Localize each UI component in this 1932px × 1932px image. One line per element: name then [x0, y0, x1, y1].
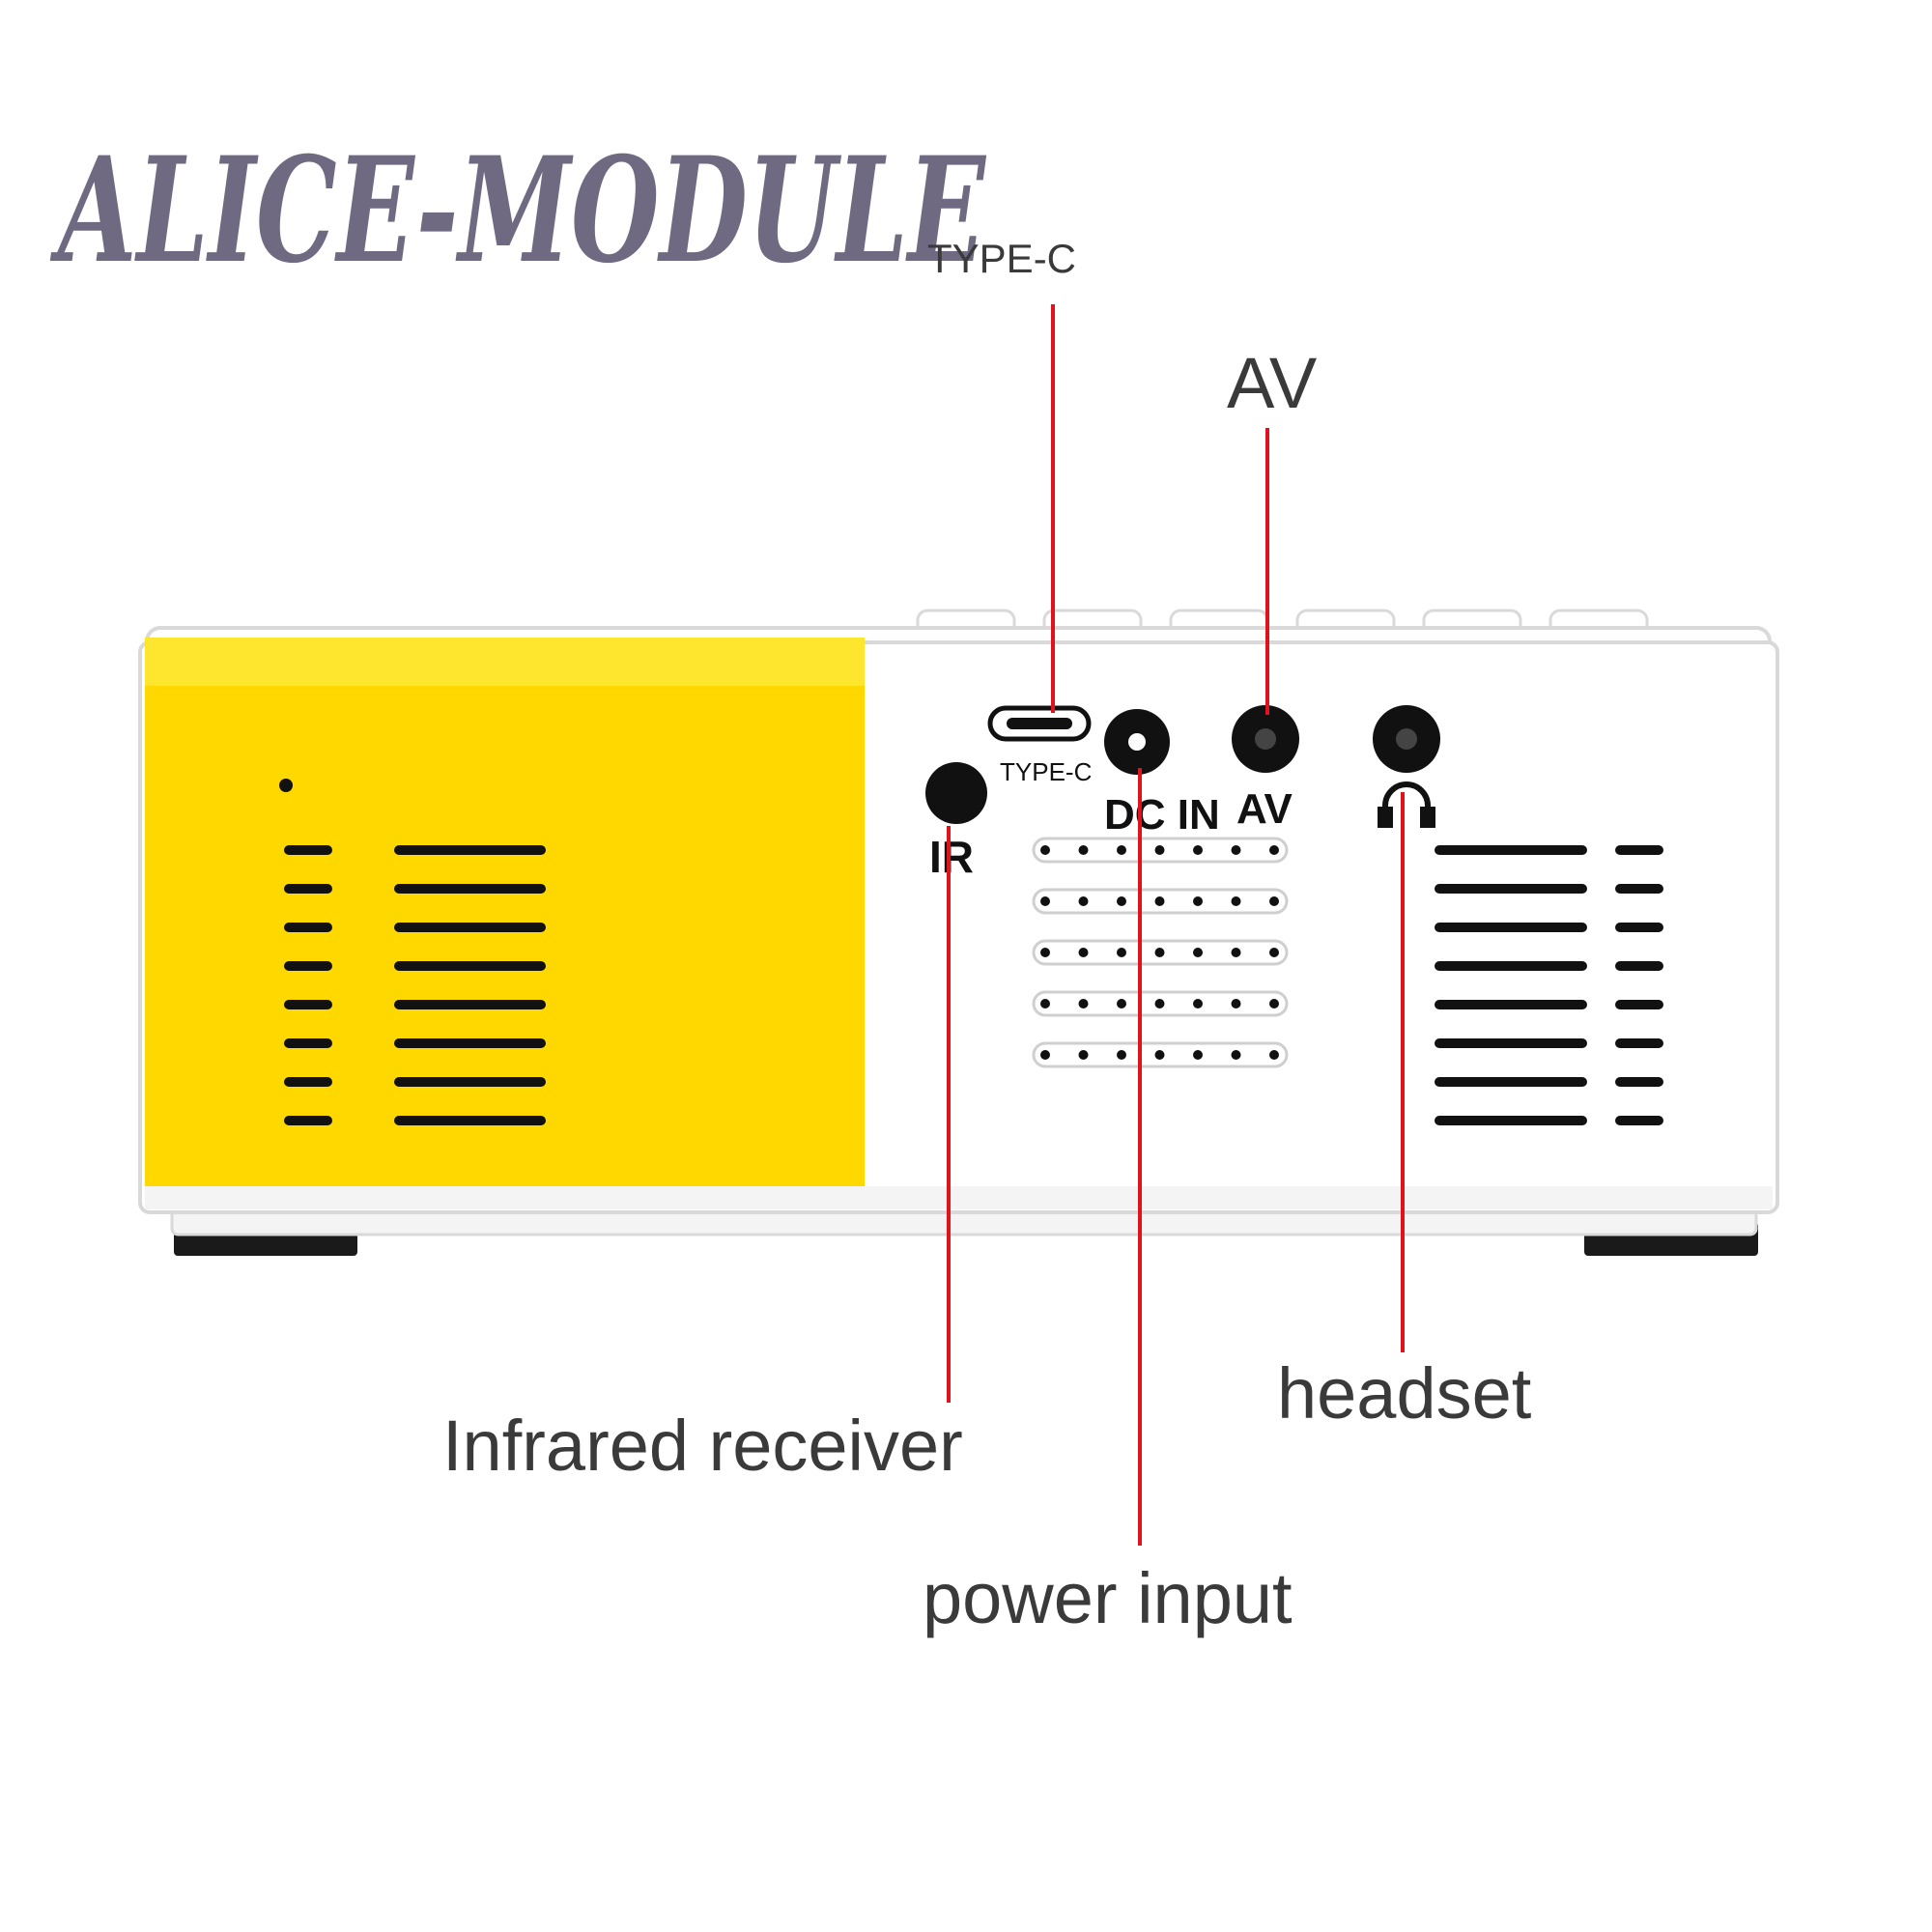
- speaker-hole: [1193, 1050, 1203, 1060]
- vent-slot-long: [1435, 884, 1587, 894]
- ir-printed-label: IR: [929, 832, 974, 882]
- headset-port: [1373, 705, 1440, 773]
- speaker-hole: [1078, 845, 1089, 855]
- vent-slot-short: [1615, 845, 1663, 855]
- speaker-hole: [1193, 999, 1203, 1009]
- speaker-hole: [1154, 948, 1165, 957]
- vent-slot-long: [394, 1038, 546, 1048]
- vent-slot-short: [284, 1077, 332, 1087]
- speaker-hole: [1269, 948, 1279, 957]
- speaker-hole: [1193, 896, 1203, 906]
- speaker-hole: [1117, 896, 1126, 906]
- vent-slot-long: [1435, 923, 1587, 932]
- av-port: [1232, 705, 1299, 773]
- speaker-hole: [1040, 999, 1050, 1009]
- headphone-icon: [1378, 781, 1435, 828]
- vent-slot-long: [394, 961, 546, 971]
- vent-slot-long: [394, 1077, 546, 1087]
- projector-body: TYPE-C DC IN AV IR: [138, 609, 1779, 1256]
- vent-slot-long: [394, 1116, 546, 1125]
- speaker-hole: [1078, 1050, 1089, 1060]
- speaker-hole: [1078, 948, 1089, 957]
- vent-slot-long: [394, 1000, 546, 1009]
- dc-in-printed-label: DC IN: [1104, 791, 1220, 838]
- speaker-hole: [1231, 1050, 1241, 1060]
- vent-slot-short: [1615, 1116, 1663, 1125]
- speaker-hole: [1231, 896, 1241, 906]
- callout-label-av: AV: [1227, 343, 1318, 423]
- speaker-hole: [1269, 845, 1279, 855]
- av-printed-label: AV: [1236, 785, 1293, 833]
- speaker-hole: [1269, 1050, 1279, 1060]
- speaker-hole: [1154, 845, 1165, 855]
- vent-slot-short: [1615, 923, 1663, 932]
- vent-slot-short: [284, 845, 332, 855]
- right-vents: [1435, 845, 1663, 1125]
- vent-slot-long: [1435, 1077, 1587, 1087]
- callout-lines: [947, 304, 1405, 1546]
- speaker-hole: [1154, 999, 1165, 1009]
- indicator-dot: [279, 779, 293, 792]
- vent-slot-short: [1615, 1000, 1663, 1009]
- speaker-hole: [1040, 896, 1050, 906]
- callout-label-power-input: power input: [923, 1558, 1293, 1638]
- yellow-panel: [145, 638, 865, 1193]
- speaker-hole: [1040, 1050, 1050, 1060]
- speaker-hole: [1231, 999, 1241, 1009]
- type-c-port: [987, 705, 1092, 742]
- vent-slot-short: [1615, 884, 1663, 894]
- vent-slot-long: [1435, 1116, 1587, 1125]
- callout-label-infrared-receiver: Infrared receiver: [442, 1406, 963, 1486]
- vent-slot-long: [394, 845, 546, 855]
- vent-slot-long: [1435, 1038, 1587, 1048]
- vent-slot-short: [1615, 1077, 1663, 1087]
- vent-slot-long: [1435, 1000, 1587, 1009]
- speaker-hole: [1040, 948, 1050, 957]
- vent-slot-short: [284, 1038, 332, 1048]
- speaker-hole: [1154, 1050, 1165, 1060]
- vent-slot-short: [284, 923, 332, 932]
- speaker-hole: [1193, 845, 1203, 855]
- vent-slot-short: [284, 1000, 332, 1009]
- speaker-hole: [1117, 1050, 1126, 1060]
- vent-slot-long: [394, 923, 546, 932]
- speaker-hole: [1231, 845, 1241, 855]
- ir-receiver: [925, 762, 987, 824]
- speaker-hole: [1154, 896, 1165, 906]
- vent-slot-short: [284, 1116, 332, 1125]
- dc-in-port: [1104, 709, 1170, 775]
- callout-label-headset: headset: [1277, 1353, 1532, 1434]
- speaker-hole: [1231, 948, 1241, 957]
- speaker-hole: [1117, 948, 1126, 957]
- left-vents: [284, 845, 546, 1125]
- speaker-hole: [1078, 999, 1089, 1009]
- vent-slot-short: [284, 884, 332, 894]
- speaker-hole: [1117, 999, 1126, 1009]
- speaker-hole: [1269, 896, 1279, 906]
- speaker-hole: [1269, 999, 1279, 1009]
- speaker-hole: [1193, 948, 1203, 957]
- vent-slot-long: [1435, 961, 1587, 971]
- speaker-hole: [1040, 845, 1050, 855]
- callout-label-type-c: TYPE-C: [927, 236, 1076, 281]
- speaker-hole: [1078, 896, 1089, 906]
- type-c-printed-label: TYPE-C: [1000, 757, 1092, 786]
- vent-slot-long: [394, 884, 546, 894]
- watermark-logo: ALICE-MODULE: [50, 126, 987, 296]
- vent-slot-short: [1615, 961, 1663, 971]
- speaker-hole: [1117, 845, 1126, 855]
- yellow-panel-highlight: [145, 638, 865, 686]
- vent-slot-short: [284, 961, 332, 971]
- vent-slot-long: [1435, 845, 1587, 855]
- speaker-grille: [1032, 837, 1289, 1068]
- yellow-panel-bottom-edge: [145, 1186, 1773, 1209]
- vent-slot-short: [1615, 1038, 1663, 1048]
